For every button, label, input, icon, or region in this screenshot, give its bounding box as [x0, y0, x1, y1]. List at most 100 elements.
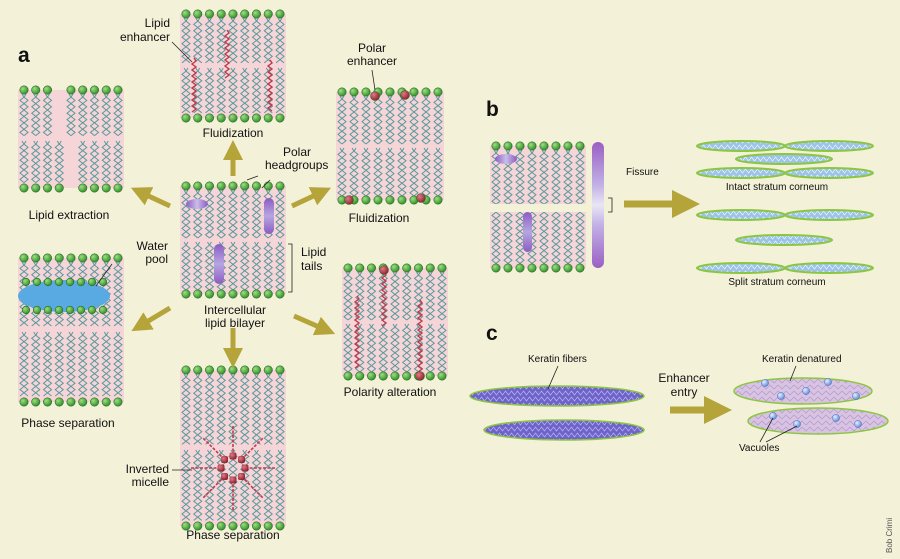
lipid-tail	[192, 241, 199, 291]
polar-headgroup	[373, 195, 383, 205]
lipid-tail	[527, 149, 533, 205]
fissure-gap	[486, 204, 592, 212]
polar-headgroup	[205, 9, 215, 19]
polar-headgroup	[181, 521, 191, 531]
arrow-down-right	[292, 313, 336, 336]
lipid-tail	[239, 241, 246, 291]
polar-headgroup	[54, 253, 64, 263]
polar-headgroup	[113, 253, 123, 263]
polar-headgroup	[240, 113, 250, 123]
lipid-tail	[385, 95, 391, 145]
lipid-tail	[19, 140, 25, 183]
polar-headgroup	[31, 183, 41, 193]
lipid-tail	[54, 140, 61, 183]
corneocyte	[735, 153, 833, 165]
bottom-phase-separation-label: Phase separation	[186, 528, 280, 542]
lipid-tail	[204, 241, 211, 291]
polar-headgroup	[575, 263, 585, 273]
polar-headgroup	[263, 521, 273, 531]
polar-headgroup	[65, 277, 75, 287]
polar-headgroup	[240, 365, 250, 375]
lipid-tail	[77, 140, 84, 183]
vacuole	[854, 420, 862, 428]
polar-headgroup	[181, 181, 191, 191]
lipid-tail	[30, 140, 37, 183]
polar-headgroup	[275, 181, 285, 191]
polar-headgroup	[413, 263, 423, 273]
polar-headgroup	[252, 113, 262, 123]
polar-headgroup	[76, 305, 86, 315]
polar-headgroup	[113, 85, 123, 95]
lipid-tail	[421, 95, 427, 145]
polar-headgroup	[527, 263, 537, 273]
polar-headgroup	[437, 263, 447, 273]
polar-headgroup	[515, 141, 525, 151]
vacuole	[832, 414, 840, 422]
polar-headgroup	[491, 263, 501, 273]
polar-headgroup	[390, 263, 400, 273]
keratin-denatured-leader	[789, 365, 797, 382]
panel-letter-b: b	[486, 98, 499, 121]
corneocyte	[784, 140, 874, 152]
lipid-tail	[228, 189, 234, 239]
lipid-tail	[42, 93, 49, 136]
micelle-tail	[240, 475, 264, 499]
right-top-bilayer	[336, 87, 444, 205]
keratin-fibers-leader	[547, 365, 559, 390]
lipid-tail	[77, 93, 84, 136]
lipid-tail	[19, 331, 25, 397]
lipid-tail	[361, 95, 367, 145]
vacuole	[793, 420, 801, 428]
polar-headgroup	[31, 253, 41, 263]
left-top-bilayer-membrane	[18, 90, 124, 188]
corneocyte	[696, 167, 786, 179]
polar-headgroup	[90, 183, 100, 193]
polar-headgroup	[378, 371, 388, 381]
lipid-tail	[228, 241, 234, 291]
lipid-tail	[491, 208, 497, 264]
lipid-tail	[101, 93, 108, 136]
micelle-tail	[240, 437, 264, 461]
lipid-tail	[54, 331, 61, 397]
polar-headgroup	[228, 181, 238, 191]
micelle-headgroup	[221, 472, 229, 480]
polar-headgroup	[78, 85, 88, 95]
polar-headgroup	[181, 289, 191, 299]
lipid-tail	[539, 149, 545, 205]
right-top-bilayer-membrane	[336, 92, 444, 200]
purple-molecule	[495, 154, 517, 164]
polar-headgroup	[240, 521, 250, 531]
altered-chain	[416, 299, 424, 373]
denatured-keratin	[747, 407, 889, 435]
polar-headgroup	[54, 397, 64, 407]
left-bottom-bilayer	[18, 253, 124, 407]
polar-headgroup	[425, 263, 435, 273]
water-pool-leader	[95, 263, 113, 287]
corneocyte	[784, 167, 874, 179]
polar-headgroup	[54, 183, 64, 193]
lipid-tail	[204, 189, 211, 239]
lipid-tail	[551, 208, 557, 264]
polar-headgroups-leader	[261, 179, 271, 189]
polar-headgroup	[275, 365, 285, 375]
lipid-tail	[397, 95, 403, 145]
polar-headgroup	[228, 521, 238, 531]
fissure-bracket	[608, 197, 613, 213]
polar-headgroup	[216, 181, 226, 191]
top-fluidization-label: Fluidization	[202, 126, 264, 140]
polar-headgroup	[205, 181, 215, 191]
lipid-tail	[551, 149, 557, 205]
vacuole	[777, 392, 785, 400]
keratin-fiber	[469, 385, 645, 407]
arrow-down-left	[131, 305, 172, 332]
lipid-tail	[113, 140, 119, 183]
lipid-tail	[349, 147, 355, 197]
polar-headgroup	[275, 113, 285, 123]
polar-headgroup	[343, 263, 353, 273]
lipid-tail	[113, 261, 119, 327]
lipid-tail	[425, 323, 432, 373]
lipid-tail	[397, 147, 403, 197]
